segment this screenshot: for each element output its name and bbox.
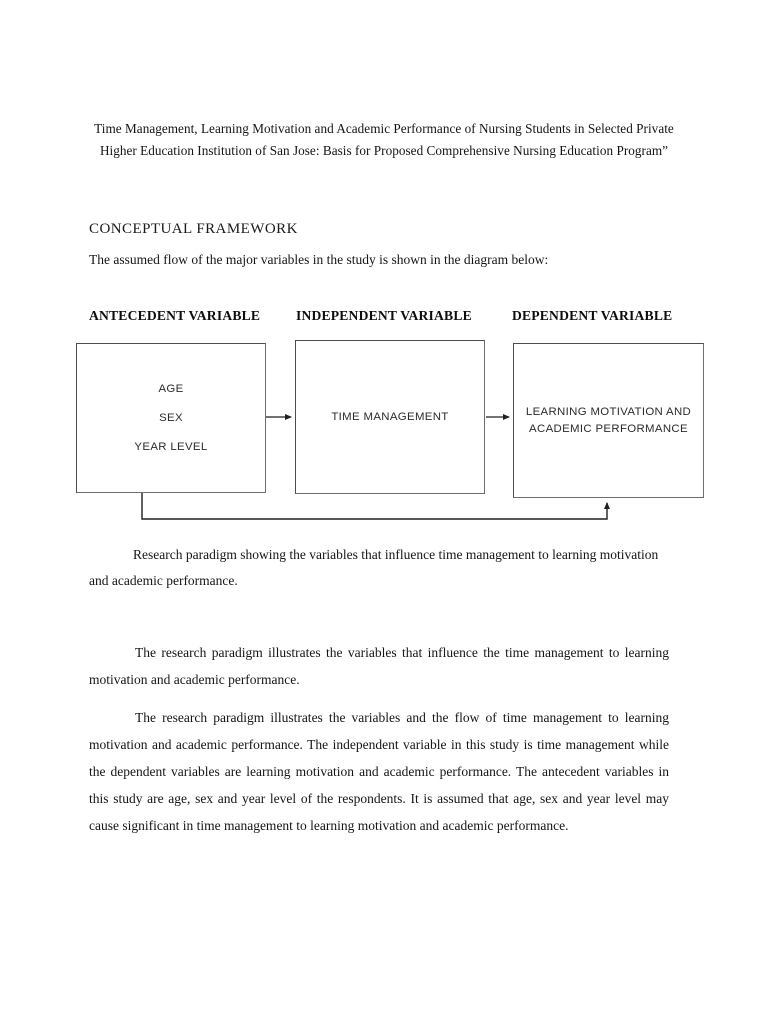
diagram-header-independent: INDEPENDENT VARIABLE: [296, 308, 472, 323]
diagram-box-independent-text: TIME MANAGEMENT: [331, 410, 449, 423]
intro-sentence: The assumed flow of the major variables …: [89, 252, 549, 267]
diagram-caption: Research paradigm showing the variables …: [89, 547, 659, 588]
diagram-header-dependent: DEPENDENT VARIABLE: [512, 308, 673, 323]
section-heading-conceptual-framework: CONCEPTUAL FRAMEWORK: [89, 221, 298, 237]
body-paragraph-1: The research paradigm illustrates the va…: [89, 645, 669, 687]
page-title: Time Management, Learning Motivation and…: [94, 121, 674, 158]
body-paragraph-2: The research paradigm illustrates the va…: [89, 710, 669, 833]
diagram-header-antecedent: ANTECEDENT VARIABLE: [89, 308, 261, 323]
diagram-box-independent-variable: TIME MANAGEMENT: [295, 340, 485, 494]
